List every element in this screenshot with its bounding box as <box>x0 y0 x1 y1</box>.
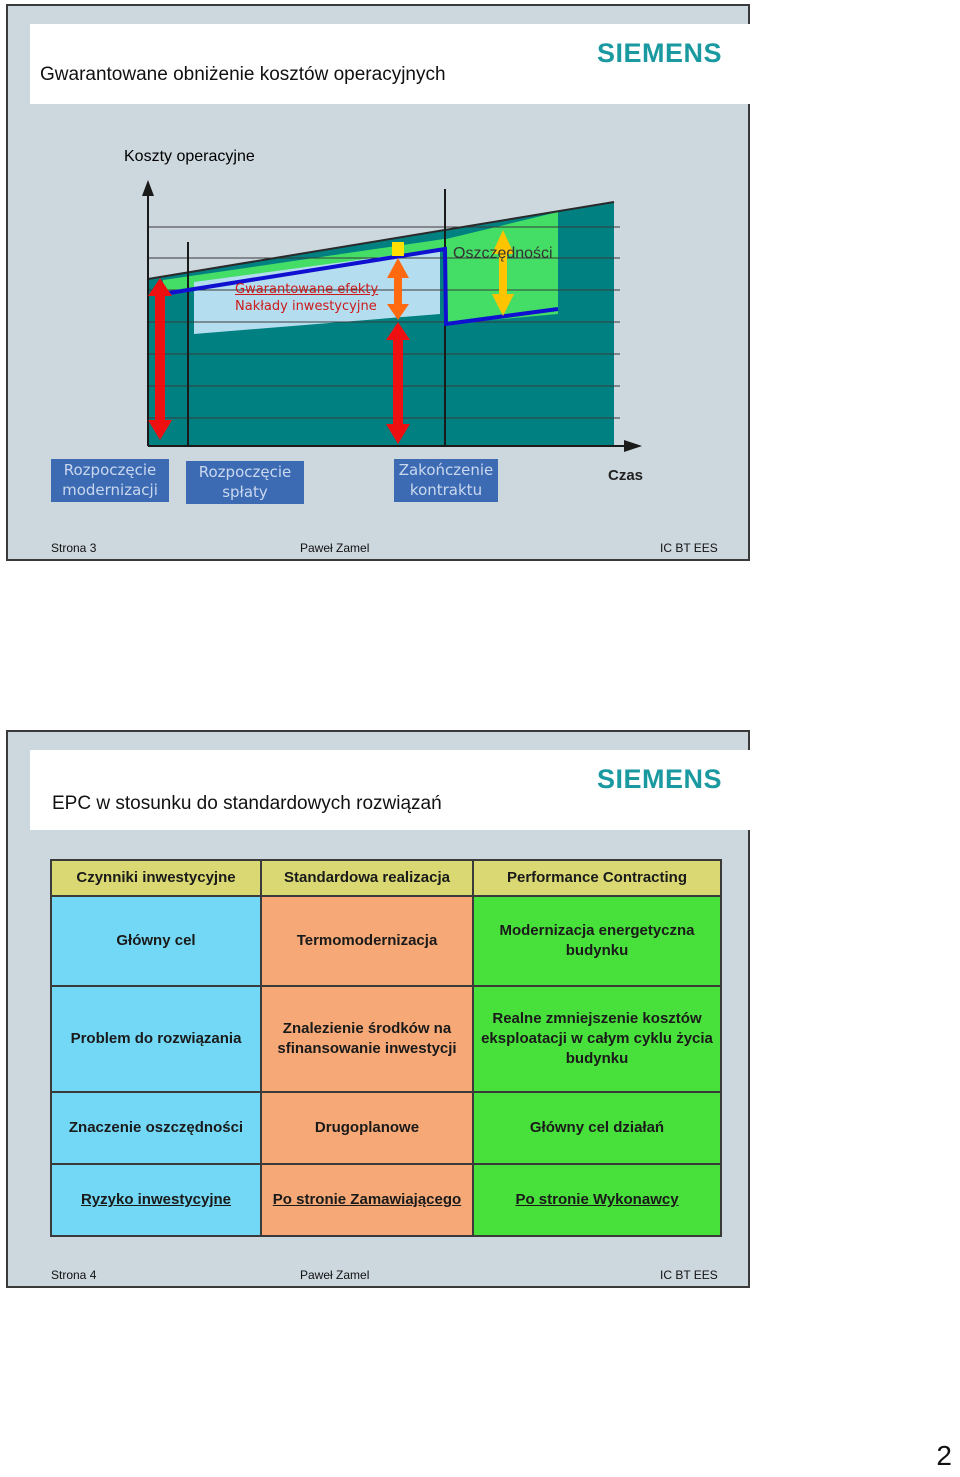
y-axis-label: Koszty operacyjne <box>124 148 255 165</box>
slide-4: EPC w stosunku do standardowych rozwiąza… <box>6 730 752 1288</box>
cost-trend-line <box>147 201 615 280</box>
table-header: Czynniki inwestycyjne <box>50 859 262 897</box>
footer-page: Strona 4 <box>51 1268 97 1282</box>
footer-dept: IC BT EES <box>660 541 718 555</box>
milestone-repayment-start: Rozpoczęcie spłaty <box>186 461 304 504</box>
siemens-logo: SIEMENS <box>596 764 722 794</box>
footer-author: Paweł Zamel <box>300 541 370 555</box>
footer-page: Strona 3 <box>51 541 97 555</box>
slide-3: Gwarantowane obniżenie kosztów operacyjn… <box>6 4 752 561</box>
x-axis-label: Czas <box>608 467 644 484</box>
table-header: Performance Contracting <box>472 859 722 897</box>
table-header-row: Czynniki inwestycyjne Standardowa realiz… <box>50 859 722 897</box>
table-cell: Znaczenie oszczędności <box>50 1091 262 1165</box>
red-arrow-middle <box>386 322 410 444</box>
siemens-logo: SIEMENS <box>596 38 722 68</box>
cost-chart <box>142 180 642 452</box>
milestone-contract-end: Zakończenie kontraktu <box>394 459 498 502</box>
table-row: Główny cel Termomodernizacja Modernizacj… <box>50 895 722 987</box>
table-row: Znaczenie oszczędności Drugoplanowe Głów… <box>50 1091 722 1165</box>
table-cell: Termomodernizacja <box>260 895 474 987</box>
milestone-label-2: Rozpoczęcie spłaty <box>198 463 292 501</box>
gridlines <box>148 226 620 419</box>
table-cell: Realne zmniejszenie kosztów eksploatacji… <box>472 985 722 1093</box>
investment-area <box>194 249 440 334</box>
savings-label: Oszczędności <box>453 245 553 262</box>
slide-header: Gwarantowane obniżenie kosztów operacyjn… <box>30 24 752 104</box>
table-row: Problem do rozwiązania Znalezienie środk… <box>50 985 722 1093</box>
guaranteed-cost-line <box>162 246 559 327</box>
comparison-table: Czynniki inwestycyjne Standardowa realiz… <box>50 859 722 1237</box>
red-arrow-left <box>148 278 172 440</box>
slide-title: Gwarantowane obniżenie kosztów operacyjn… <box>40 64 446 85</box>
table-cell: Znalezienie środków na sfinansowanie inw… <box>260 985 474 1093</box>
slide-title: EPC w stosunku do standardowych rozwiąza… <box>52 793 442 814</box>
table-cell: Problem do rozwiązania <box>50 985 262 1093</box>
y-axis-arrow <box>142 180 154 196</box>
table-cell: Po stronie Zamawiającego <box>260 1163 474 1237</box>
legend-guaranteed-effects: Gwarantowane efekty <box>235 282 379 297</box>
milestone-label-3: Zakończenie kontraktu <box>398 461 494 499</box>
slide-header: EPC w stosunku do standardowych rozwiąza… <box>30 750 752 830</box>
x-axis-arrow <box>624 440 642 452</box>
orange-arrow <box>387 258 409 320</box>
legend-investment: Nakłady inwestycyjne <box>235 299 377 314</box>
table-cell: Główny cel działań <box>472 1091 722 1165</box>
table-cell: Po stronie Wykonawcy <box>472 1163 722 1237</box>
yellow-marker <box>392 242 404 256</box>
yellow-arrow <box>492 230 514 316</box>
footer-dept: IC BT EES <box>660 1268 718 1282</box>
page-number: 2 <box>936 1440 952 1471</box>
footer-author: Paweł Zamel <box>300 1268 370 1282</box>
table-row: Ryzyko inwestycyjne Po stronie Zamawiają… <box>50 1163 722 1237</box>
milestone-label-1: Rozpoczęcie modernizacji <box>62 461 158 499</box>
table-cell: Drugoplanowe <box>260 1091 474 1165</box>
table-cell: Ryzyko inwestycyjne <box>50 1163 262 1237</box>
table-cell: Główny cel <box>50 895 262 987</box>
table-header: Standardowa realizacja <box>260 859 474 897</box>
milestone-modernization-start: Rozpoczęcie modernizacji <box>51 459 169 502</box>
table-cell: Modernizacja energetyczna budynku <box>472 895 722 987</box>
